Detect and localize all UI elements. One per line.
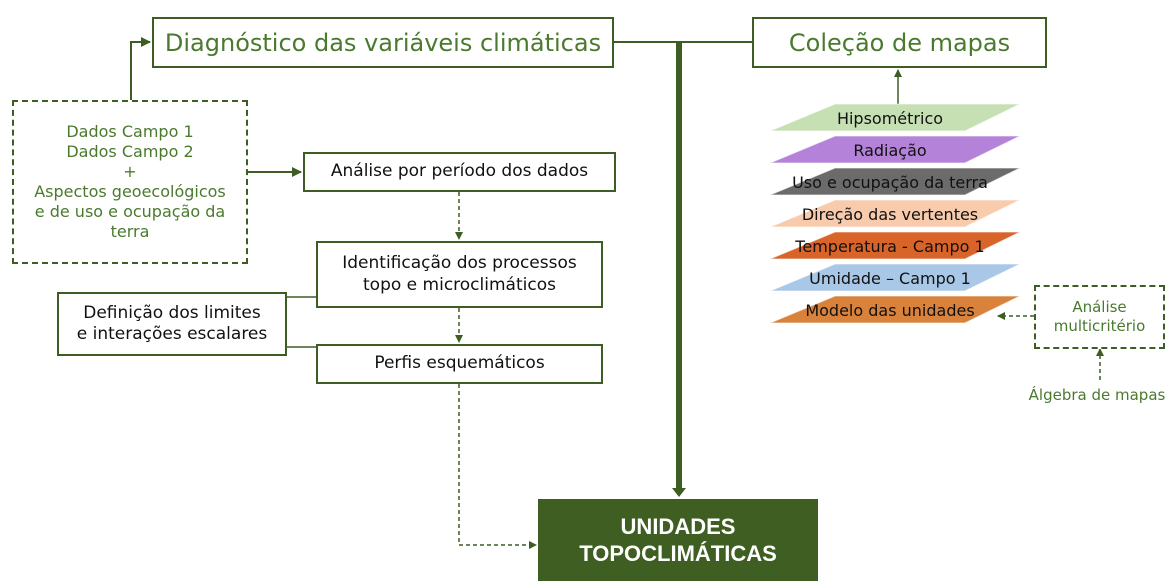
map-layer-1 (769, 103, 1021, 132)
map-layer-stack (769, 103, 1021, 324)
analise-multicriterio-label: Análise multicritério (1053, 298, 1146, 335)
perfis-box: Perfis esquemáticos (316, 344, 603, 384)
colecao-label: Coleção de mapas (788, 28, 1011, 57)
algebra-label: Álgebra de mapas (1028, 385, 1166, 404)
analise-periodo-label: Análise por período dos dados (330, 161, 589, 182)
map-layer-label: Temperatura - Campo 1 (795, 237, 985, 256)
connector-perfis-unidades (458, 384, 537, 549)
colecao-box: Coleção de mapas (752, 17, 1047, 68)
map-layer-7 (769, 295, 1021, 324)
map-layer-4 (769, 199, 1021, 228)
dados-label: Dados Campo 1 Dados Campo 2 + Aspectos g… (34, 122, 226, 241)
map-layer-label: Direção das vertentes (801, 205, 979, 224)
identificacao-box: Identificação dos processos topo e micro… (316, 241, 603, 308)
diagnostico-label: Diagnóstico das variáveis climáticas (164, 28, 602, 57)
map-layer-label: Hipsométrico (836, 109, 944, 128)
identificacao-label: Identificação dos processos topo e micro… (342, 253, 577, 295)
unidades-label: UNIDADES TOPOCLIMÁTICAS (579, 513, 777, 567)
dados-box: Dados Campo 1 Dados Campo 2 + Aspectos g… (12, 100, 248, 264)
analise-periodo-box: Análise por período dos dados (303, 152, 616, 192)
main-arrowhead (672, 488, 686, 497)
map-layer-6 (769, 263, 1021, 292)
perfis-label: Perfis esquemáticos (374, 353, 545, 374)
map-layer-5 (769, 231, 1021, 260)
map-layer-3 (769, 167, 1021, 196)
definicao-label: Definição dos limites e interações escal… (76, 302, 268, 344)
diagnostico-box: Diagnóstico das variáveis climáticas (152, 17, 614, 68)
map-layer-2 (769, 135, 1021, 164)
algebra-label-box: Álgebra de mapas (1024, 383, 1170, 407)
map-layer-label: Radiação (853, 141, 927, 160)
analise-multicriterio-box: Análise multicritério (1034, 285, 1165, 349)
connector-dados-diagnostico (130, 37, 151, 100)
map-layer-label: Modelo das unidades (805, 301, 975, 320)
map-layer-label: Uso e ocupação da terra (792, 173, 988, 192)
map-layer-label: Umidade – Campo 1 (809, 269, 971, 288)
definicao-box: Definição dos limites e interações escal… (57, 292, 287, 356)
unidades-topoclimaticas-box: UNIDADES TOPOCLIMÁTICAS (538, 499, 818, 581)
